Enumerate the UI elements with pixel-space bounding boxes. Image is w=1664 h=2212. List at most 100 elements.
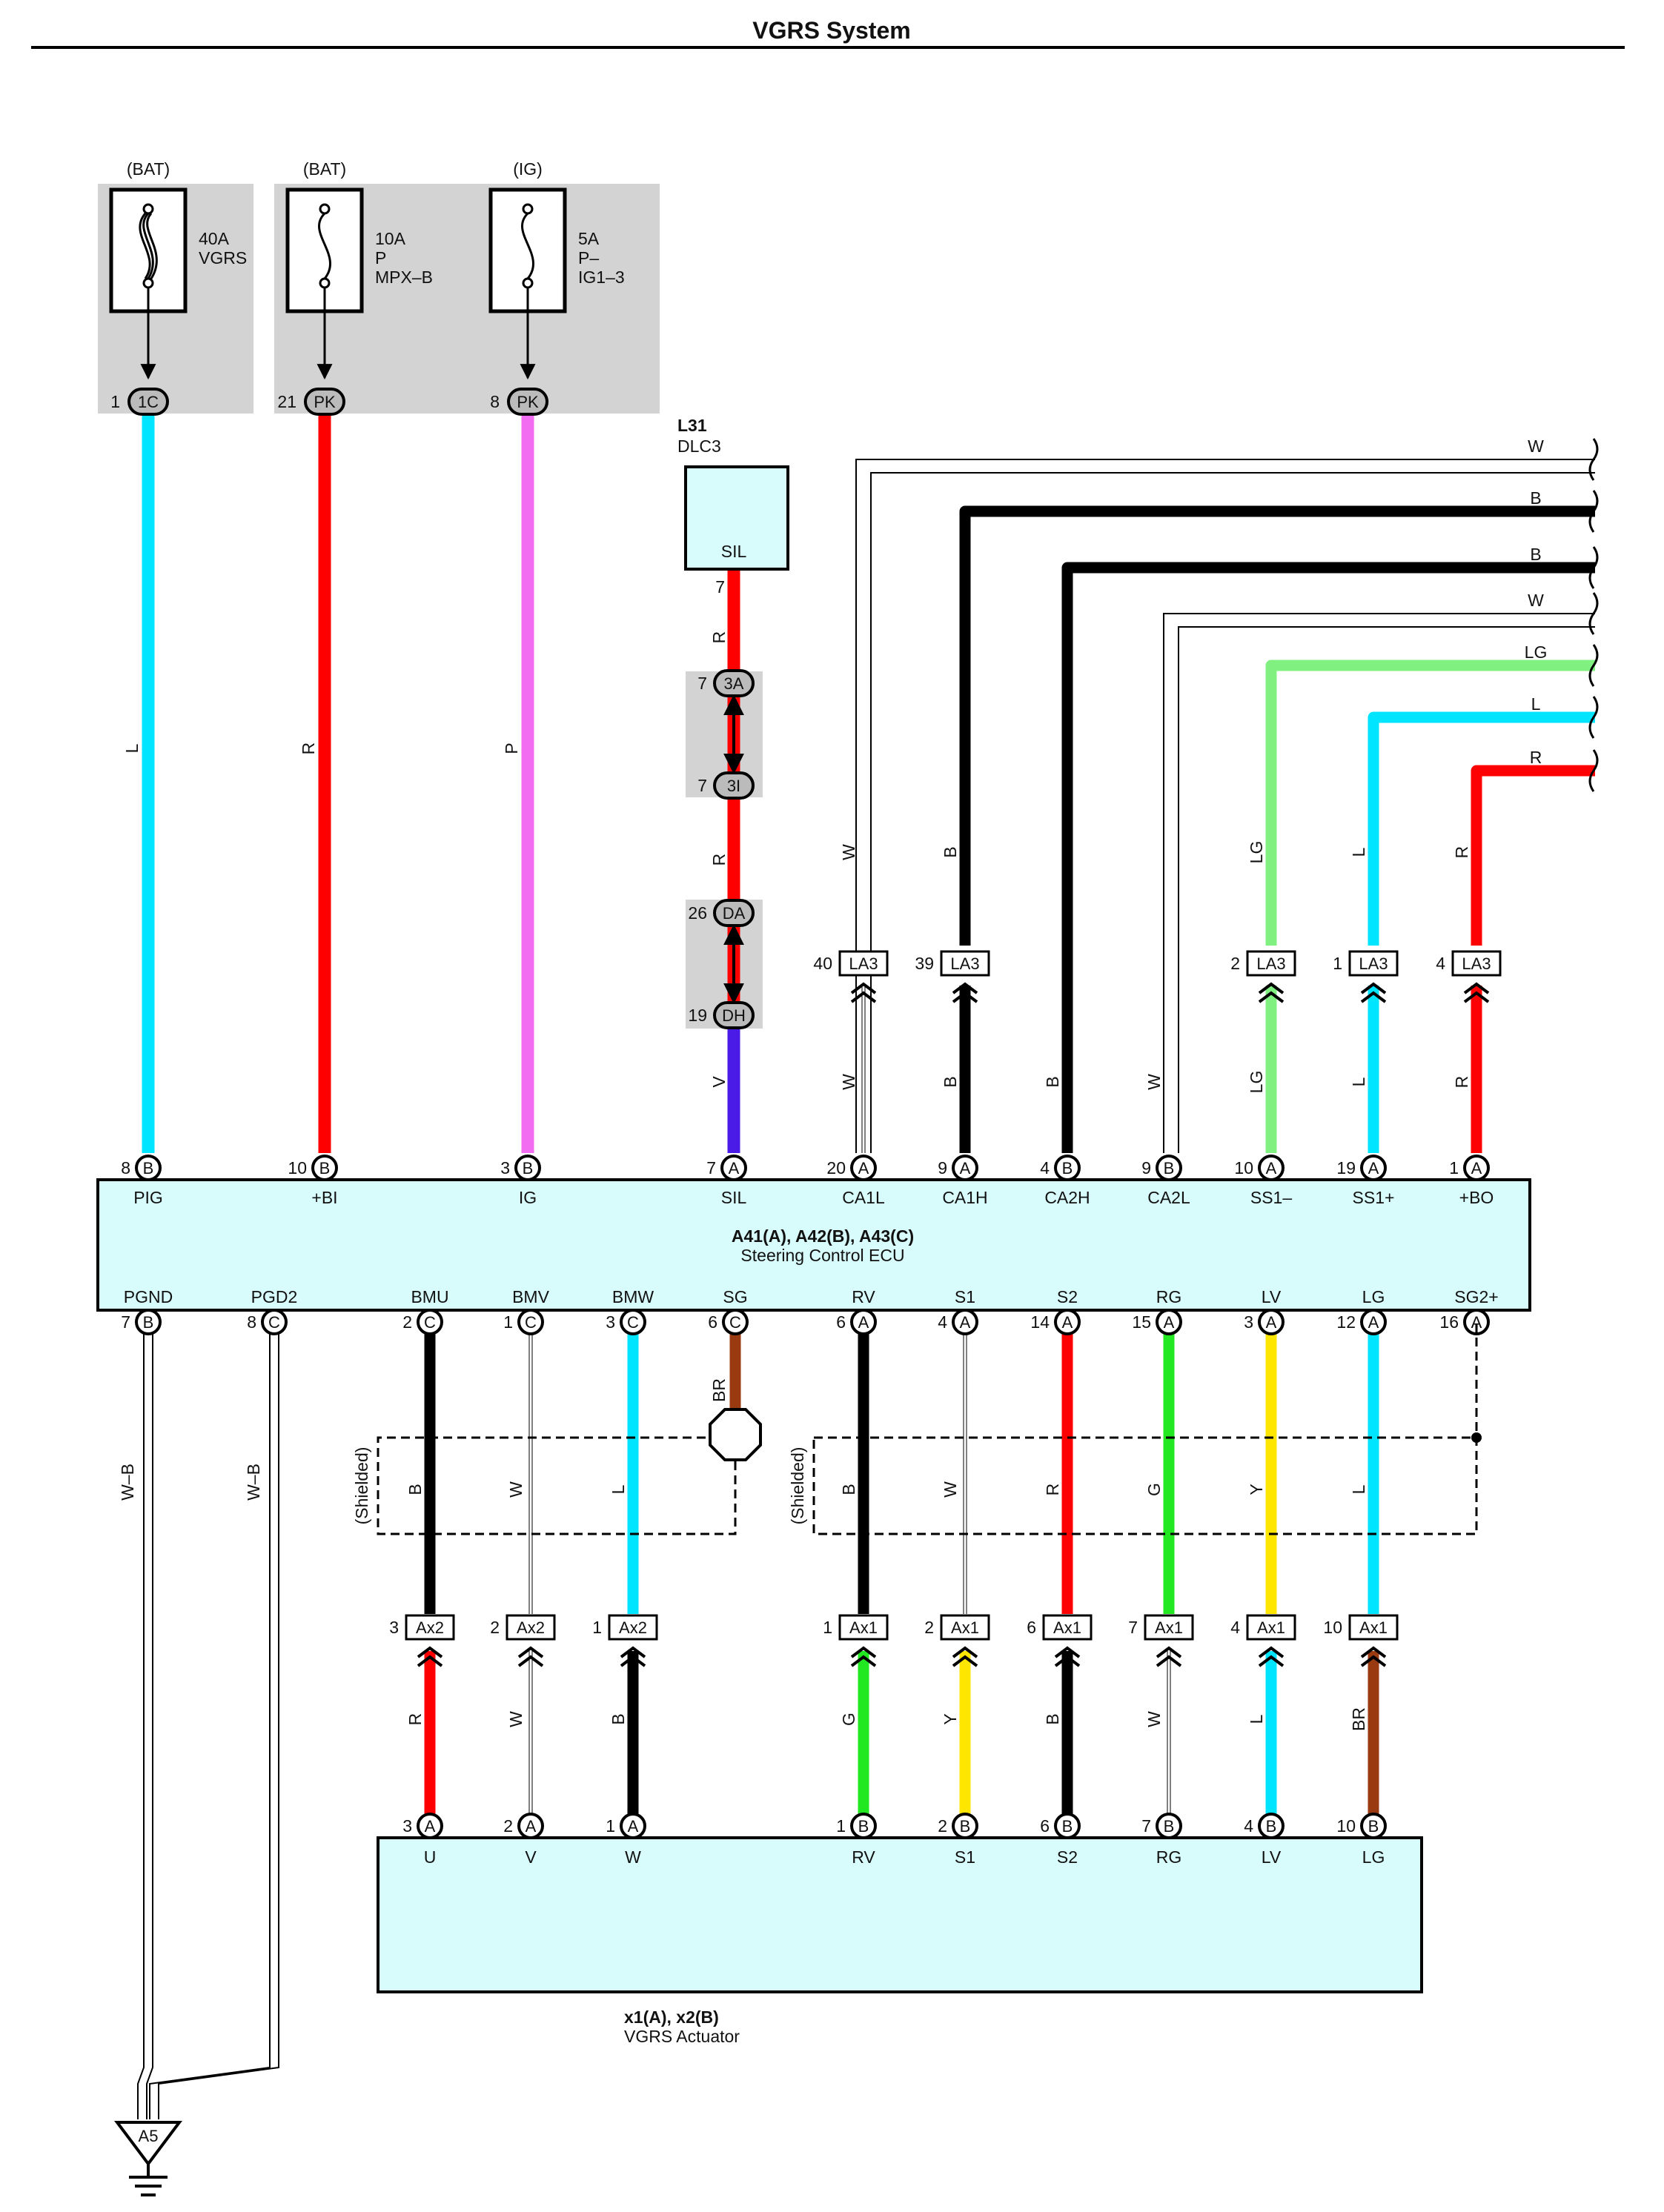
- chevron-icon: [1463, 982, 1490, 994]
- wire-color-code: V: [709, 1076, 729, 1088]
- actuator-pin-number: 2: [938, 1816, 947, 1836]
- ecu-pin-number: 6: [836, 1312, 846, 1332]
- wire-color-code: LG: [1247, 1071, 1266, 1094]
- dlc-terminal: SIL: [721, 542, 747, 561]
- ecu-pin-number: 3: [606, 1312, 615, 1332]
- actuator-pin: [1360, 1813, 1387, 1839]
- harness-wire-label: B: [1530, 545, 1541, 564]
- wire-color-code: W: [506, 1711, 526, 1727]
- pin-connector-code: B: [143, 1159, 154, 1178]
- actuator-terminal-name: LV: [1262, 1847, 1282, 1867]
- harness-wire: [855, 459, 1595, 1153]
- la3-pin: 40: [813, 954, 832, 973]
- actuator-pin: [517, 1813, 544, 1839]
- actuator-pin-number: 7: [1141, 1816, 1151, 1836]
- fuse-link-icon: [521, 212, 534, 279]
- ecu-terminal-name: S2: [1057, 1287, 1078, 1306]
- ecu-terminal-name: SS1+: [1353, 1188, 1395, 1207]
- wire-color-code: R: [1043, 1484, 1062, 1496]
- vgrs-actuator-box: [377, 1836, 1423, 1993]
- harness-break-icon: [1588, 490, 1599, 533]
- wire-color-code: L: [609, 1484, 628, 1494]
- shield-ground-icon: [709, 1408, 762, 1461]
- la3-pin: 2: [1230, 954, 1240, 973]
- actuator-terminal-name: V: [525, 1847, 537, 1867]
- shield-outline-1: [377, 1436, 737, 1535]
- chevron-icon: [517, 1655, 544, 1667]
- fuse-name: P–: [578, 248, 599, 268]
- ecu-top-pin: [514, 1155, 541, 1181]
- fuse-connector: [127, 388, 169, 416]
- ecu-terminal-name: CA1H: [942, 1188, 987, 1207]
- la3-connector: [1451, 950, 1502, 977]
- connector-code: Ax2: [416, 1618, 444, 1637]
- ecu-terminal-name: SG: [723, 1287, 747, 1306]
- wire-color-code: R: [299, 743, 318, 755]
- connector-code: DA: [723, 904, 746, 923]
- pin-connector-code: B: [1062, 1159, 1073, 1178]
- fuse-connector: [304, 388, 345, 416]
- harness-wire: [959, 505, 1595, 946]
- actuator-pin-number: 1: [606, 1816, 615, 1836]
- ground-wire: [158, 1323, 279, 2119]
- shield-outline-2: [812, 1436, 1478, 1535]
- ecu-pin-number: 10: [288, 1158, 307, 1178]
- ecu-top-pin: [850, 1155, 877, 1181]
- wire-color-code: B: [1043, 1713, 1062, 1724]
- ecu-pin-number: 10: [1234, 1158, 1253, 1178]
- chevron-icon: [1156, 1646, 1182, 1658]
- wire-color-code: R: [405, 1713, 425, 1726]
- fuse-source: (BAT): [303, 159, 346, 179]
- ecu-bottom-pin: [722, 1309, 749, 1335]
- pin-connector-code: A: [1062, 1313, 1073, 1332]
- ecu-pin-number: 19: [1336, 1158, 1356, 1178]
- chevron-icon: [850, 1646, 877, 1658]
- connector-code: PK: [314, 393, 336, 411]
- fuse-rating: 5A: [578, 229, 600, 248]
- actuator-pin-number: 10: [1336, 1816, 1356, 1836]
- harness-wire: [1471, 765, 1595, 946]
- harness-break-icon: [1588, 438, 1599, 481]
- ecu-terminal-name: SG2+: [1454, 1287, 1498, 1306]
- pin-connector-code: A: [960, 1159, 971, 1178]
- ecu-pin-number: 2: [402, 1312, 412, 1332]
- wire-color-code: B: [941, 1076, 960, 1087]
- pin-connector-code: A: [1368, 1313, 1379, 1332]
- harness-wire: [870, 472, 1595, 1153]
- fuse-link-icon: [139, 212, 158, 279]
- wire-color-code: BR: [709, 1378, 729, 1402]
- junction-pin: 7: [697, 674, 707, 693]
- fuse-pin-number: 21: [277, 392, 296, 411]
- chevron-icon: [517, 1646, 544, 1658]
- junction-pin: 19: [688, 1006, 707, 1025]
- pin-connector-code: A: [526, 1817, 537, 1836]
- dlc-pin: 7: [715, 577, 725, 597]
- wire-color-code: Y: [1247, 1484, 1266, 1495]
- steering-ecu-box: [96, 1178, 1531, 1312]
- pin-connector-code: A: [1164, 1313, 1175, 1332]
- actuator-description: VGRS Actuator: [624, 2027, 740, 2046]
- chevron-icon: [952, 1655, 978, 1667]
- ax-pin: 2: [924, 1618, 934, 1637]
- ecu-bottom-pin: [1463, 1309, 1490, 1335]
- ecu-terminal-name: BMU: [411, 1287, 448, 1306]
- chevron-icon: [417, 1655, 443, 1667]
- fuse-source: (IG): [513, 159, 543, 179]
- dlc-name: DLC3: [677, 436, 721, 456]
- chevron-icon: [850, 1655, 877, 1667]
- pin-connector-code: A: [858, 1159, 869, 1178]
- dlc-code: L31: [677, 416, 707, 435]
- wire-color-code: B: [839, 1484, 858, 1495]
- actuator-terminal-name: RG: [1156, 1847, 1182, 1867]
- wire-color-code: R: [1452, 846, 1471, 859]
- junction-pin: 26: [688, 903, 707, 923]
- ecu-terminal-name: CA2L: [1147, 1188, 1190, 1207]
- pin-connector-code: B: [858, 1817, 869, 1836]
- actuator-terminal-name: S2: [1057, 1847, 1078, 1867]
- wire-color-code: W: [839, 1074, 858, 1090]
- wire-color-code: BR: [1349, 1707, 1368, 1731]
- pin-connector-code: A: [425, 1817, 436, 1836]
- chevron-icon: [1360, 1646, 1387, 1658]
- ecu-terminal-name: RV: [852, 1287, 875, 1306]
